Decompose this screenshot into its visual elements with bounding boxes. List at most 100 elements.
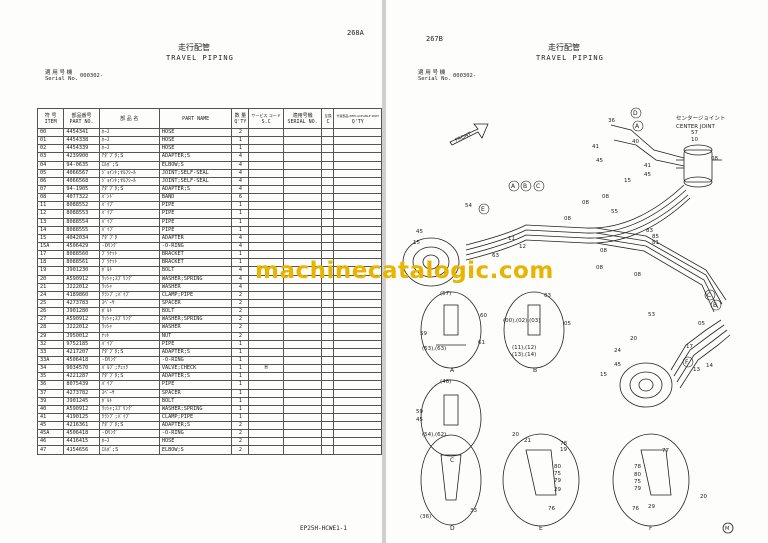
name-jp-cell: ﾊﾟｲﾌﾟ [98, 339, 160, 349]
item-cell: 15A [36, 241, 65, 252]
svg-text:76: 76 [632, 506, 639, 512]
item-cell: 35 [36, 372, 65, 382]
svg-text:81: 81 [652, 240, 659, 246]
name-jp-cell: ﾊﾟｲﾌﾟ [98, 225, 160, 235]
qty-cell: 2 [231, 323, 250, 333]
item-cell: 32 [36, 339, 65, 349]
item-cell: 45A [36, 429, 65, 439]
qty-cell: 4 [231, 274, 250, 284]
serial-cell [282, 429, 323, 439]
replaceable-cell [333, 323, 382, 333]
change-cell [321, 380, 335, 390]
replaceable-cell [333, 437, 382, 447]
part-name-cell: PIPE [158, 225, 233, 235]
svg-text:13: 13 [693, 367, 700, 373]
qty-cell: 1 [231, 339, 250, 349]
svg-text:41: 41 [644, 163, 651, 169]
service-code-cell [248, 315, 284, 325]
service-code-cell [248, 193, 284, 203]
replaceable-cell [333, 168, 382, 178]
item-cell: 34 [36, 364, 65, 374]
svg-text:83: 83 [646, 228, 653, 234]
change-cell [321, 421, 335, 431]
part-no-cell: 8088561 [63, 258, 100, 268]
item-cell: 21 [36, 282, 65, 292]
serial-cell [282, 241, 323, 252]
name-jp-cell: ﾜｯｼｬ;ｽﾌﾟﾘﾝｸﾞ [98, 315, 160, 325]
change-cell [321, 347, 335, 357]
part-no-cell: 4416415 [63, 437, 100, 447]
replaceable-cell [333, 404, 382, 414]
service-code-cell [248, 445, 284, 455]
svg-text:08: 08 [602, 194, 609, 200]
item-cell: 19 [36, 266, 65, 276]
qty-cell: 4 [231, 241, 250, 252]
detail-view-a-upper [420, 291, 482, 369]
name-jp-cell: ｱﾀﾞﾌﾟﾀ;S [98, 184, 160, 195]
item-cell: 24 [36, 290, 65, 300]
qty-cell: 2 [231, 445, 250, 455]
svg-text:53: 53 [648, 312, 655, 318]
page-title: TRAVEL PIPING [536, 54, 604, 62]
part-no-cell: 4042034 [63, 233, 100, 243]
name-jp-cell: ﾊﾞﾝﾄﾞ [98, 193, 160, 203]
svg-text:40: 40 [632, 139, 639, 145]
serial-cell [282, 339, 323, 349]
footer-code: EP25H-HCWE1-1 [300, 525, 347, 532]
service-code-cell [248, 233, 284, 243]
serial-cell [282, 364, 323, 374]
serial-cell [282, 372, 323, 382]
svg-text:M: M [725, 526, 729, 532]
item-cell: 08 [36, 193, 65, 203]
service-code-cell [248, 176, 284, 186]
qty-cell: 4 [231, 176, 250, 186]
applicable-label: 適 用 号 機 [418, 70, 446, 76]
svg-text:08: 08 [600, 248, 607, 254]
svg-text:08: 08 [711, 156, 718, 162]
qty-cell: 1 [231, 250, 250, 260]
item-cell: 06 [36, 176, 65, 186]
serial-cell [282, 217, 323, 227]
serial-cell [282, 233, 323, 243]
qty-cell: 2 [231, 331, 250, 341]
svg-text:(46): (46) [440, 379, 451, 385]
serial-value: 000302- [80, 73, 104, 79]
part-no-cell: 8088555 [63, 225, 100, 235]
part-name-cell: ADAPTER;S [158, 152, 233, 162]
change-cell [321, 152, 335, 162]
change-cell [321, 445, 335, 455]
upper-pipe-bundle [465, 124, 727, 313]
service-code-cell [248, 404, 284, 414]
part-no-cell: 9034570 [63, 364, 100, 374]
qty-cell: 2 [231, 127, 250, 138]
part-no-cell: 4217207 [63, 347, 100, 357]
name-jp-cell: ｴﾙﾎﾞ;S [98, 445, 160, 455]
svg-text:59: 59 [420, 331, 427, 337]
replaceable-cell [333, 282, 382, 292]
qty-cell: 4 [231, 184, 250, 195]
qty-cell: 4 [231, 282, 250, 292]
svg-text:03: 03 [544, 293, 551, 299]
serial-cell [282, 152, 323, 162]
item-cell: 27 [36, 315, 65, 325]
svg-text:C: C [707, 292, 711, 299]
serial-cell [282, 421, 323, 431]
part-no-cell: A590912 [63, 315, 100, 325]
service-code-cell [248, 298, 284, 309]
svg-text:63: 63 [492, 253, 499, 259]
part-name-cell: PIPE [158, 209, 233, 219]
name-jp-cell: ｽﾍﾟｰｻ [98, 388, 160, 398]
svg-text:24: 24 [614, 348, 621, 354]
part-no-cell: 94-0635 [63, 160, 100, 170]
right-page: 267B 走行配管 TRAVEL PIPING 適 用 号 機 Serial N… [386, 0, 768, 543]
serial-cell [282, 298, 323, 309]
part-name-cell: HOSE [158, 127, 233, 138]
